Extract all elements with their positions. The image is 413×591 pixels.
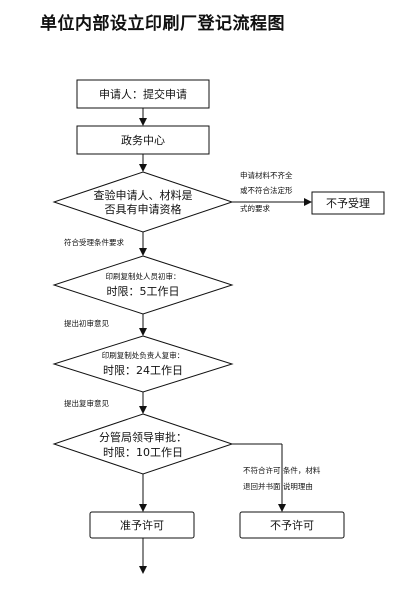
approval-line2: 时限：10工作日: [103, 446, 183, 459]
reject-accept-box: [311, 191, 385, 215]
review-label-line1: 查验申请人、材料是: [94, 188, 193, 202]
review-label-line2: 否具有申请资格: [105, 202, 182, 216]
deny-note-line1: 不符合许可 条件，材料: [243, 465, 321, 475]
center-label: 政务中心: [121, 133, 165, 147]
approval-diamond: [52, 413, 234, 475]
grant-box: [89, 511, 195, 539]
reject-accept-label: 不予受理: [326, 197, 370, 210]
review-diamond: [52, 171, 234, 233]
incomplete-note-line2: 或不符合法定形: [240, 185, 293, 195]
first-review-line1: 印刷复制处人员初审：: [106, 271, 181, 281]
incomplete-note-line1: 申请材料不齐全: [240, 170, 293, 180]
meets-req-note: 符合受理条件要求: [64, 237, 124, 247]
second-review-line2: 时限：24工作日: [103, 364, 183, 377]
apply-box: [76, 79, 210, 109]
second-opinion-note: 提出复审意见: [64, 398, 109, 408]
apply-label: 申请人：提交申请: [99, 87, 187, 101]
deny-note-line2: 退回并书面 说明理由: [243, 481, 313, 491]
deny-box: [239, 511, 345, 539]
first-opinion-note: 提出初审意见: [64, 318, 109, 328]
grant-label: 准予许可: [120, 519, 164, 532]
approval-line1: 分管局领导审批：: [99, 430, 187, 444]
deny-label: 不予许可: [270, 519, 314, 532]
second-review-line1: 印刷复制处负责人复审：: [102, 350, 185, 360]
page-title: 单位内部设立印刷厂登记流程图: [40, 14, 285, 34]
incomplete-note-line3: 式的要求: [240, 203, 270, 213]
first-review-line2: 时限：5工作日: [107, 285, 180, 298]
